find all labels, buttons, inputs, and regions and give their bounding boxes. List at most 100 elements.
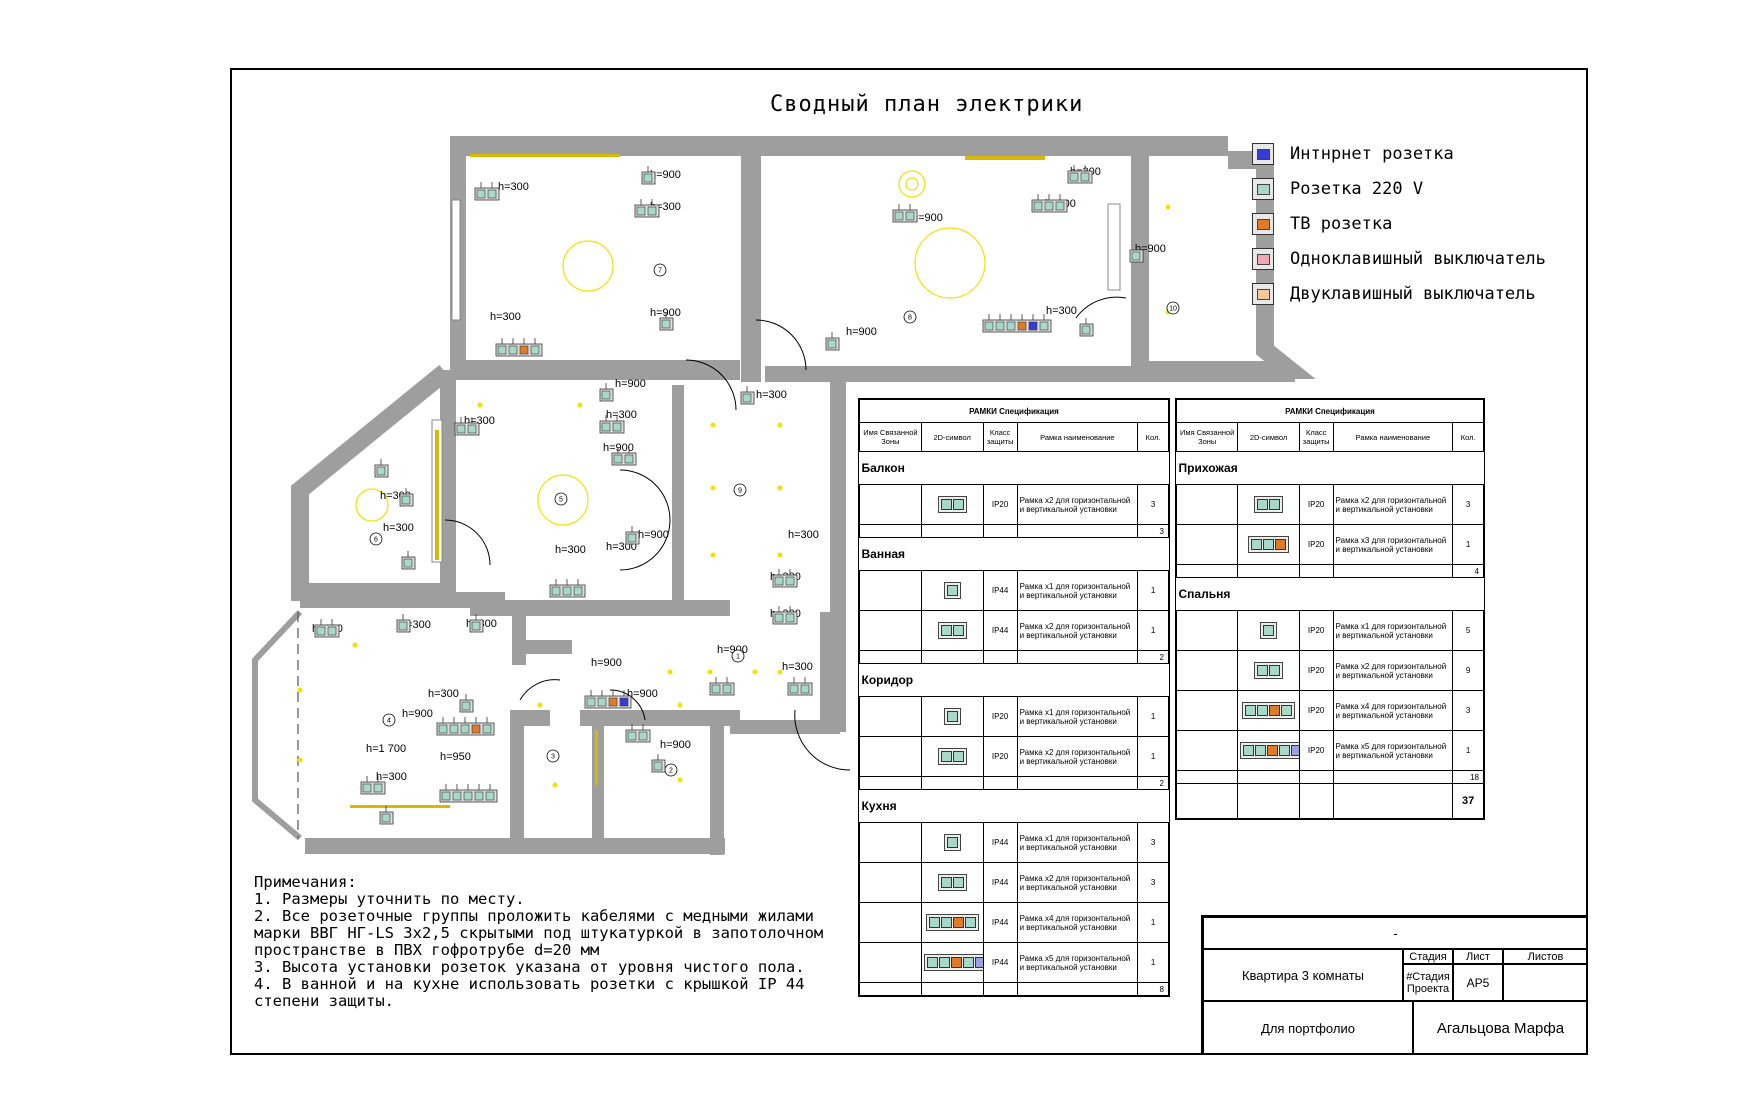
outlet-frame <box>549 579 586 598</box>
spec-class: IP20 <box>1298 730 1334 771</box>
outlet-frame <box>469 614 484 633</box>
spec-class: IP44 <box>982 862 1018 903</box>
height-label: h=300 <box>788 529 819 541</box>
note-line: 1. Размеры уточнить по месту. <box>254 890 525 908</box>
height-label: h=300 <box>498 181 529 193</box>
spec-qty: 3 <box>1137 822 1169 863</box>
stamp-project: Квартира 3 комнаты <box>1203 949 1403 1001</box>
room-tag: 9 <box>733 483 747 497</box>
outlet-frame <box>1067 165 1093 184</box>
svg-text:4: 4 <box>387 718 391 725</box>
height-label: h=900 <box>650 169 681 181</box>
spot-lights <box>297 204 1171 788</box>
spec-header: Имя Связанной Зоны <box>1175 422 1239 452</box>
spec-desc: Рамка x2 для горизонтальной и вертикальн… <box>1016 736 1139 777</box>
outlet-frame <box>314 619 340 638</box>
note-line: 2. Все розеточные группы проложить кабел… <box>254 907 833 959</box>
spec-desc: Рамка x5 для горизонтальной и вертикальн… <box>1332 730 1454 771</box>
height-label: h=900 <box>402 708 433 720</box>
room-tag: 4 <box>382 713 396 727</box>
outlet-frame <box>641 166 656 185</box>
spec-qty: 1 <box>1137 902 1169 943</box>
legend-item: Двуклавишный выключатель <box>1252 276 1572 311</box>
spec-qty: 3 <box>1137 862 1169 903</box>
height-label: h=300 <box>606 409 637 421</box>
outlet-frame <box>740 386 755 405</box>
height-label: h=900 <box>650 307 681 319</box>
double-switch-icon <box>1252 282 1274 305</box>
spec-desc: Рамка x2 для горизонтальной и вертикальн… <box>1016 862 1139 903</box>
stamp-sheet-header: Лист <box>1453 949 1503 964</box>
outlet-frame <box>454 417 480 436</box>
title-block: - Квартира 3 комнаты Стадия Лист Листов … <box>1201 915 1588 1055</box>
stamp-purpose: Для портфолио <box>1203 1001 1413 1055</box>
outlet-frame <box>374 459 389 478</box>
spec-desc: Рамка x1 для горизонтальной и вертикальн… <box>1016 696 1139 737</box>
outlet-frame <box>625 526 640 545</box>
note-line: 3. Высота установки розеток указана от у… <box>254 958 805 976</box>
outlet-frame <box>379 806 394 825</box>
outlet-frame <box>396 614 411 633</box>
height-label: h=300 <box>756 389 787 401</box>
stamp-stage-value: #Стадия Проекта <box>1403 964 1453 1001</box>
spec-header: 2D-символ <box>920 422 984 452</box>
frame-symbol-icon <box>923 954 983 971</box>
outlet-frame <box>495 338 543 357</box>
outlet-frame <box>825 332 840 351</box>
outlet-frame <box>599 415 625 434</box>
frame-symbol-icon <box>1254 662 1284 679</box>
spec-sum: 18 <box>1452 770 1484 784</box>
spec-header: Рамка наименование <box>1332 422 1454 452</box>
spec-zone-name: Прихожая <box>1176 451 1484 485</box>
spec-class: IP20 <box>1298 690 1334 731</box>
spec-sum: 8 <box>1137 982 1169 996</box>
legend-label: Интнрнет розетка <box>1290 143 1454 164</box>
spec-desc: Рамка x3 для горизонтальной и вертикальн… <box>1332 524 1454 565</box>
outlet-frame <box>474 182 500 201</box>
spec-desc: Рамка x4 для горизонтальной и вертикальн… <box>1016 902 1139 943</box>
spec-class: IP44 <box>982 902 1018 943</box>
note-line: 4. В ванной и на кухне использовать розе… <box>254 975 814 1010</box>
outlet-frame <box>892 204 918 223</box>
svg-text:9: 9 <box>738 488 742 495</box>
outlet-frame <box>436 717 495 736</box>
spec-qty: 1 <box>1137 570 1169 611</box>
spec-sum: 3 <box>1137 524 1169 538</box>
stamp-sheet-value: АР5 <box>1453 964 1503 1001</box>
stamp-top: - <box>1203 917 1588 949</box>
walls <box>252 136 1316 855</box>
spec-sum: 2 <box>1137 776 1169 790</box>
frame-symbol-icon <box>1260 622 1278 639</box>
room-tag: 10 <box>1166 301 1180 315</box>
spec-caption: РАМКИ Спецификация <box>1176 399 1484 423</box>
spec-header: Имя Связанной Зоны <box>859 422 922 452</box>
spec-qty: 5 <box>1452 610 1484 651</box>
height-label: h=900 <box>846 326 877 338</box>
spec-qty: 1 <box>1137 696 1169 737</box>
svg-text:10: 10 <box>1169 306 1177 313</box>
tv-socket-icon <box>1252 212 1274 235</box>
legend-label: ТВ розетка <box>1290 213 1393 234</box>
outlet-frame <box>982 314 1052 333</box>
spec-class: IP20 <box>982 484 1018 525</box>
spec-qty: 1 <box>1452 730 1484 771</box>
svg-text:7: 7 <box>658 268 662 275</box>
spec-desc: Рамка x2 для горизонтальной и вертикальн… <box>1016 484 1139 525</box>
spec-class: IP44 <box>982 570 1018 611</box>
spec-qty: 3 <box>1452 484 1484 525</box>
height-label: h=300 <box>490 311 521 323</box>
spec-desc: Рамка x2 для горизонтальной и вертикальн… <box>1016 610 1139 651</box>
svg-text:2: 2 <box>669 768 673 775</box>
outlet-frame <box>599 383 614 402</box>
